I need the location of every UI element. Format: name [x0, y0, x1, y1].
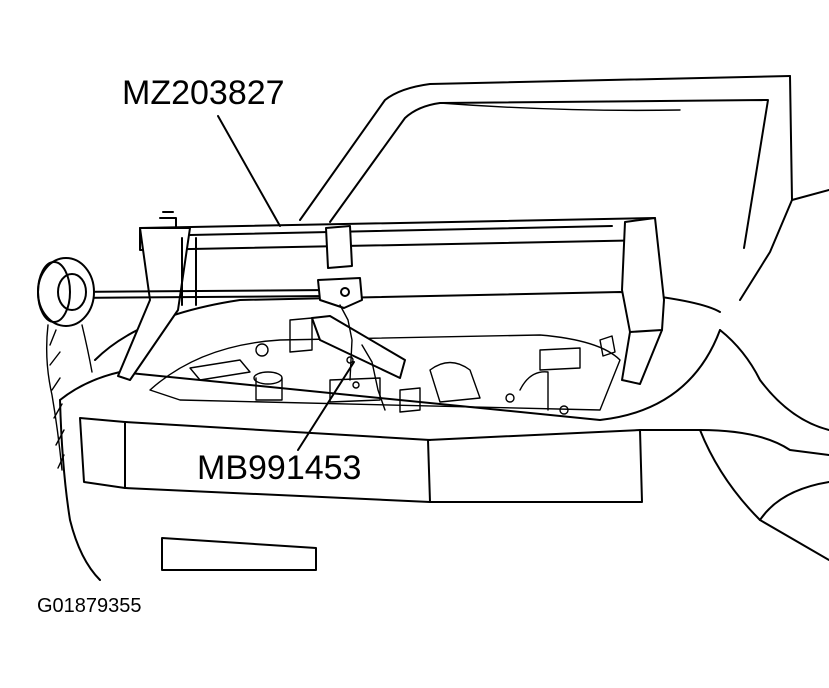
engine-compartment: [149, 317, 621, 415]
chain-spool: [37, 257, 95, 471]
leader-line-fixture: [217, 115, 281, 227]
label-hanger-tool: MB991453: [197, 449, 362, 487]
hanger-tool: [311, 304, 406, 411]
support-fixture: [69, 211, 665, 385]
figure-id: G01879355: [37, 595, 142, 617]
vehicle-body: [59, 75, 829, 581]
leader-line-hanger: [297, 361, 355, 451]
label-engine-support-fixture: MZ203827: [122, 74, 285, 112]
